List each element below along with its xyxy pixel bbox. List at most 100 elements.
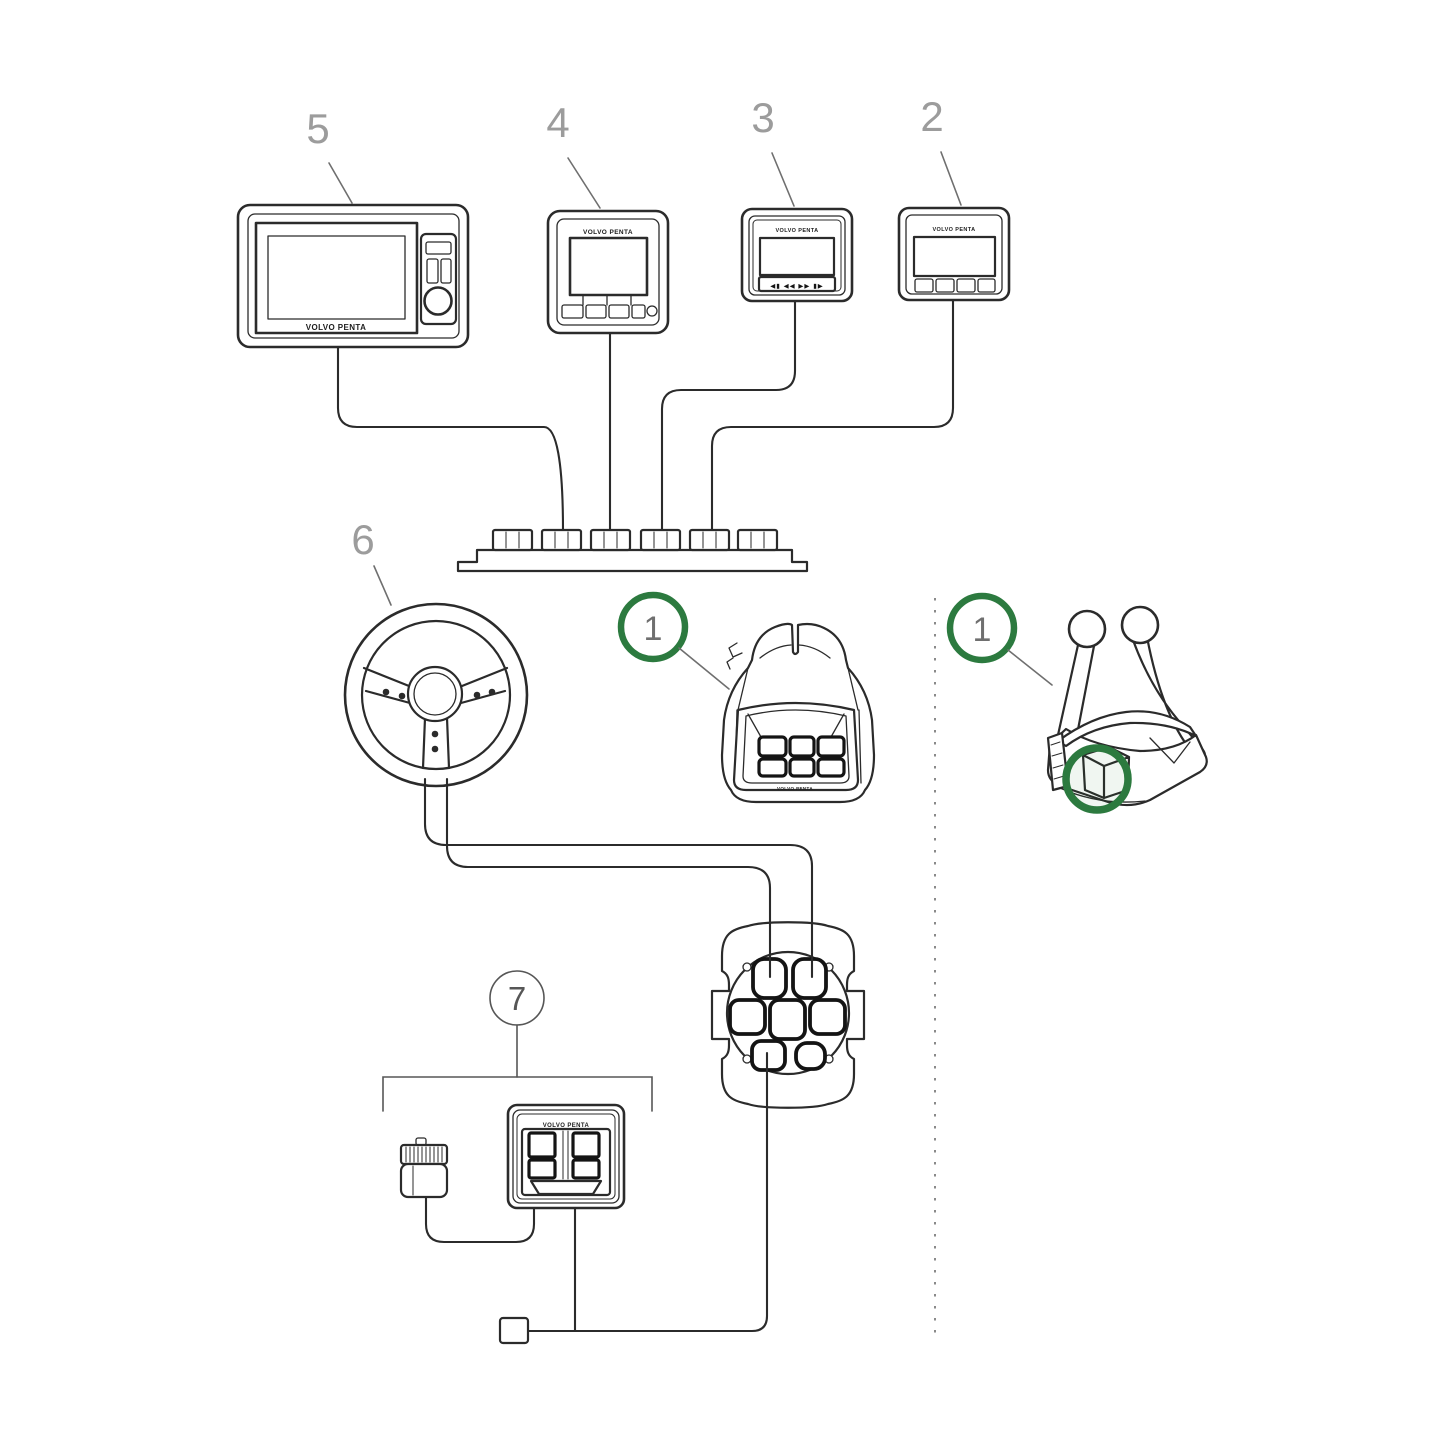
callout-1-front-circle [617, 591, 689, 663]
hub-bar-plate [456, 548, 809, 573]
side-lever-knob [1120, 605, 1160, 645]
connector-block [491, 528, 534, 552]
cable-helm-outer [423, 777, 814, 979]
cable-display-5 [336, 345, 565, 533]
control-head-latch [726, 642, 743, 670]
callout-6-number: 6 [351, 516, 374, 563]
device-4-housing [546, 209, 670, 335]
device-5-housing [236, 203, 470, 349]
device-4-button [585, 304, 607, 319]
device-3-brand-label: VOLVO PENTA [775, 228, 818, 234]
cable-display-2 [710, 298, 955, 533]
switch-button [571, 1131, 601, 1159]
keypad-button [757, 735, 788, 758]
callout-5-leader [328, 162, 353, 204]
device-5-brand-label: VOLVO PENTA [306, 323, 367, 332]
device-4-button [631, 304, 646, 319]
wheel-spokes [362, 666, 509, 770]
callout-5: 5 [306, 105, 353, 204]
keypad-button [816, 757, 846, 778]
callout-6: 6 [351, 516, 392, 606]
device-4-button [608, 304, 630, 319]
terminator-connector [498, 1316, 530, 1345]
cable-buzzer [424, 1195, 536, 1244]
callout-5-number: 5 [306, 105, 329, 152]
device-5-rotary-knob [423, 286, 453, 316]
connector-block [639, 528, 682, 552]
callout-3-number: 3 [751, 94, 774, 141]
switch-panel: VOLVO PENTA [506, 1103, 626, 1210]
device-5-button [425, 241, 452, 255]
junction-ring [725, 950, 851, 1076]
device-2-button [977, 278, 996, 293]
junction-port [728, 998, 767, 1036]
switch-panel-slot [529, 1179, 603, 1196]
side-base-flap [1056, 710, 1198, 748]
junction-port [768, 998, 807, 1041]
junction-ears [742, 962, 834, 1064]
switch-button [527, 1131, 557, 1159]
connector-block [688, 528, 731, 552]
buzzer-cap [399, 1143, 449, 1166]
switch-panel-brand-label: VOLVO PENTA [543, 1123, 590, 1129]
control-head-front: VOLVO PENTA [720, 622, 876, 804]
keypad-button [788, 757, 816, 778]
switch-button [571, 1158, 601, 1180]
wheel-spoke-bolts [382, 688, 496, 753]
device-5-screen [267, 235, 406, 320]
device-4-display: VOLVO PENTA [546, 209, 670, 335]
device-4-screen [568, 236, 649, 297]
device-5-large-display: VOLVO PENTA [236, 203, 470, 349]
callout-2-leader [940, 151, 962, 206]
wheel-rim-inner [360, 619, 512, 771]
junction-port [750, 1039, 787, 1072]
connector-block [589, 528, 632, 552]
device-2-brand-label: VOLVO PENTA [932, 227, 975, 233]
connector-highlight-circle [1062, 744, 1132, 814]
device-5-screen-bezel [254, 221, 419, 335]
connector-block [540, 528, 583, 552]
cable-helm-inner [445, 777, 772, 979]
switch-button [527, 1158, 557, 1180]
callout-3: 3 [751, 94, 795, 207]
keypad-button [757, 757, 788, 778]
callout-1-side-number: 1 [973, 611, 992, 649]
junction-port [808, 998, 847, 1036]
callout-1-side-leader [1007, 649, 1053, 686]
callout-2-number: 2 [920, 93, 943, 140]
accessory-kit: 7 VOLVO PENTA [382, 970, 653, 1345]
junction-connector [710, 921, 866, 1109]
keypad-button [788, 735, 816, 758]
device-2-button [935, 278, 955, 293]
junction-port [791, 957, 828, 1000]
backbone-hub-bar [456, 528, 809, 573]
connector-block [736, 528, 779, 552]
callout-4: 4 [546, 99, 601, 209]
callout-1-side: 1 [946, 592, 1132, 814]
device-2-button [914, 278, 934, 293]
device-5-button [426, 258, 439, 284]
media-buttons-icons: ◀▮ ◀◀ ▶▶ ▮▶ [770, 283, 824, 290]
callout-3-leader [771, 152, 795, 207]
control-head-brand-label: VOLVO PENTA [777, 786, 813, 791]
callout-4-leader [567, 157, 601, 209]
device-5-button [440, 258, 452, 284]
device-3-display: VOLVO PENTA ◀▮ ◀◀ ▶▶ ▮▶ [740, 207, 854, 303]
steering-wheel [343, 602, 529, 788]
device-4-knob [646, 305, 658, 317]
callout-6-leader [373, 565, 392, 606]
device-2-display: VOLVO PENTA [897, 206, 1011, 302]
device-2-screen [912, 235, 997, 278]
device-2-button [956, 278, 976, 293]
callout-7-bracket [382, 1076, 653, 1112]
device-4-brand-label: VOLVO PENTA [583, 229, 633, 236]
callout-1-front: 1 [617, 591, 730, 690]
control-head-keypad [757, 735, 846, 778]
junction-port [794, 1041, 827, 1071]
callout-2: 2 [920, 93, 962, 206]
wheel-hub [406, 665, 464, 723]
hub-bar-connector-blocks [491, 528, 779, 552]
cable-junction-bottom [526, 1051, 769, 1333]
callout-4-number: 4 [546, 99, 569, 146]
